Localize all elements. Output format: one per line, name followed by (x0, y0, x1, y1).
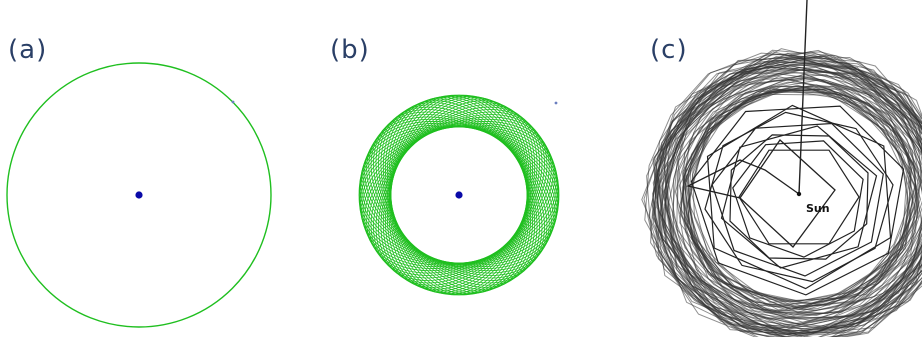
chaotic-orbit-loop (663, 66, 922, 320)
panel-a-orbit (6, 62, 272, 328)
chaotic-inner-loop (706, 104, 892, 290)
chaotic-orbit-loop (652, 55, 922, 337)
chaotic-orbit-loop (692, 88, 909, 306)
panel-b-orbit-marker (554, 101, 558, 105)
rosette-loop (358, 126, 560, 264)
panel-b-rosette-orbit (358, 94, 560, 296)
chaotic-orbit-loop (661, 59, 922, 329)
chaotic-orbit-loop (676, 73, 922, 319)
panel-c-chaotic-orbit (641, 48, 922, 337)
chaotic-inner-loop (738, 149, 860, 245)
chaotic-orbit-loop (652, 59, 922, 334)
chaotic-inner-loop (711, 122, 884, 277)
panel-c-sun-label: Sun (806, 202, 830, 215)
panel-a-orbit-marker (231, 100, 235, 104)
chaotic-orbit-loop (678, 88, 918, 313)
panel-b: (b) (330, 35, 560, 296)
chaotic-orbit-loop (685, 86, 920, 315)
panel-c-sun-dot (796, 191, 802, 197)
chaotic-inner-loop (729, 134, 869, 260)
chaotic-orbit-loop (678, 89, 920, 310)
chaotic-orbit-loop (671, 74, 922, 323)
chaotic-orbit-loop (683, 91, 916, 308)
panel-b-central-body (455, 191, 463, 199)
panel-c: (c) Sun (641, 0, 922, 337)
panel-a-central-body (135, 191, 143, 199)
panel-c-inner-path (686, 139, 836, 248)
chaotic-orbit-loop (653, 56, 922, 337)
panel-a-label: (a) (8, 35, 47, 65)
chaotic-inner-loop (720, 125, 878, 269)
panel-c-escape-line (798, 0, 808, 195)
panel-a: (a) (6, 35, 272, 328)
chaotic-orbit-loop (652, 51, 922, 333)
chaotic-inner-loop (690, 105, 905, 296)
panel-c-label: (c) (650, 35, 688, 65)
chaotic-inner-loop (732, 140, 864, 258)
panel-b-label: (b) (330, 35, 370, 65)
